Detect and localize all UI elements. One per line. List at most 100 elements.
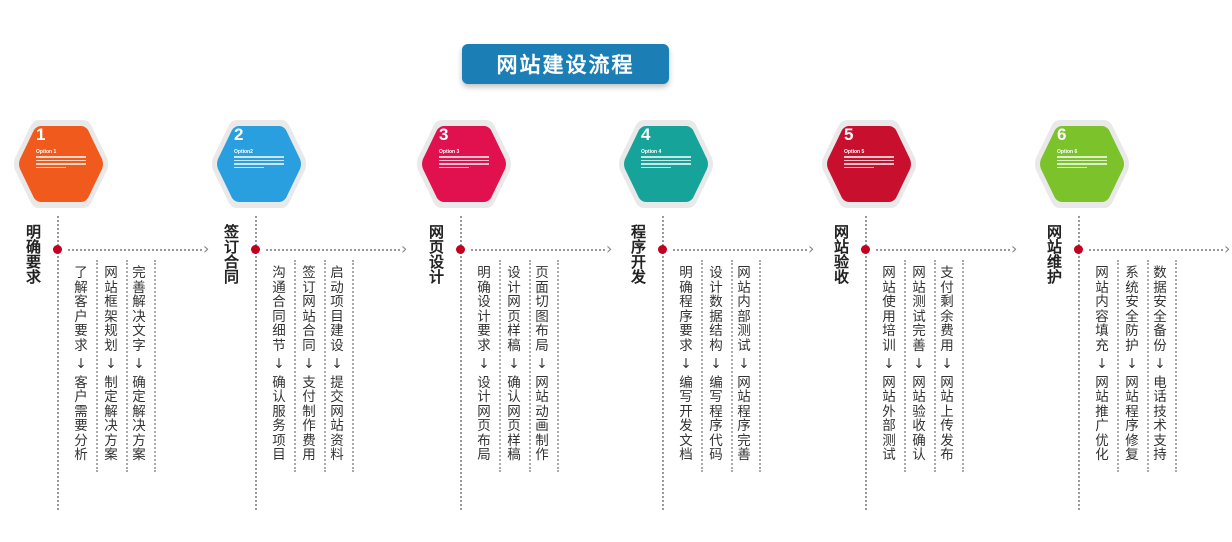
task-step-bottom: 网站外部测试 — [882, 374, 896, 463]
task-step-top: 签订网站合同 — [302, 265, 316, 354]
down-arrow-icon: ↓ — [913, 356, 925, 372]
task-step-bottom: 编写程序代码 — [709, 374, 723, 463]
task-step-bottom: 编写开发文档 — [679, 374, 693, 463]
placeholder-text-lines — [439, 156, 489, 170]
task-text: 系统安全防护↓网站程序修复 — [1123, 266, 1141, 463]
task-step-top: 网站使用培训 — [882, 265, 896, 354]
timeline-dot — [53, 245, 62, 254]
column-separator — [529, 260, 531, 472]
task-text: 网站内部测试↓网站程序完善 — [735, 266, 753, 463]
timeline-dot — [1074, 245, 1083, 254]
task-text: 沟通合同细节↓确认服务项目 — [270, 266, 288, 463]
stage-number: 3 — [439, 125, 449, 144]
stage-option-label: Option 1 — [36, 149, 57, 155]
task-column: 网站使用培训 ↓ 网站外部测试 — [880, 260, 906, 472]
column-separator — [701, 260, 703, 472]
chevron-right-icon: › — [401, 239, 408, 258]
stage-option-label: Option 4 — [641, 149, 662, 155]
column-separator — [731, 260, 733, 472]
stage-label: 网页设计 — [427, 224, 445, 284]
placeholder-line — [439, 163, 489, 165]
task-column: 支付剩余费用↓网站上传发布 — [938, 260, 964, 472]
task-column: 明确设计要求↓设计网页布局 — [475, 260, 501, 472]
task-step-top: 网站测试完善 — [912, 265, 926, 354]
column-separator — [294, 260, 296, 472]
stage-number: 1 — [36, 125, 46, 144]
task-step-top: 明确程序要求 — [679, 265, 693, 354]
placeholder-line — [1057, 166, 1087, 168]
placeholder-line — [1057, 159, 1107, 161]
stage-label: 网站验收 — [832, 224, 850, 284]
column-separator — [352, 260, 354, 472]
task-column: 启动项目建设↓提交网站资料 — [328, 260, 354, 472]
timeline-dot — [658, 245, 667, 254]
task-text: 明确设计要求↓设计网页布局 — [475, 266, 493, 463]
task-text: 支付剩余费用↓网站上传发布 — [938, 266, 956, 463]
placeholder-line — [1057, 156, 1107, 158]
task-step-bottom: 确认服务项目 — [272, 374, 286, 463]
task-step-bottom: 制定解决方案 — [104, 374, 118, 463]
task-text: 设计数据结构↓编写程序代码 — [707, 266, 725, 463]
task-text: 完善解决文字↓确定解决方案 — [130, 266, 148, 463]
task-text: 网站使用培训 ↓ 网站外部测试 — [880, 266, 898, 463]
column-separator — [1175, 260, 1177, 472]
task-text: 了解客户要求↓客户需要分析 — [72, 266, 90, 463]
horizontal-dotted-line — [876, 249, 1010, 251]
task-step-top: 系统安全防护 — [1125, 265, 1139, 354]
stage-label: 签订合同 — [222, 224, 240, 284]
task-step-bottom: 网站程序完善 — [737, 374, 751, 463]
task-column: 页面切图布局↓网站动画制作 — [533, 260, 559, 472]
down-arrow-icon: ↓ — [941, 356, 953, 372]
task-step-bottom: 设计网页布局 — [477, 374, 491, 463]
task-step-top: 明确设计要求 — [477, 265, 491, 354]
down-arrow-icon: ↓ — [273, 356, 285, 372]
horizontal-dotted-line — [673, 249, 807, 251]
placeholder-line — [641, 166, 671, 168]
column-separator — [499, 260, 501, 472]
task-step-top: 设计数据结构 — [709, 265, 723, 354]
vertical-dotted-line — [1078, 216, 1080, 510]
task-column: 网站内容填充↓网站推广优化 — [1093, 260, 1119, 472]
task-column: 完善解决文字↓确定解决方案 — [130, 260, 156, 472]
task-step-top: 启动项目建设 — [330, 265, 344, 354]
task-text: 明确程序要求 ↓ 编写开发文档 — [677, 266, 695, 463]
placeholder-line — [641, 156, 691, 158]
task-column: 设计网页样稿↓确认网页样稿 — [505, 260, 531, 472]
task-step-bottom: 网站验收确认 — [912, 374, 926, 463]
task-column: 了解客户要求↓客户需要分析 — [72, 260, 98, 472]
task-column: 网站内部测试↓网站程序完善 — [735, 260, 761, 472]
task-step-bottom: 支付制作费用 — [302, 374, 316, 463]
task-step-bottom: 确定解决方案 — [132, 374, 146, 463]
timeline-dot — [456, 245, 465, 254]
chevron-right-icon: › — [1011, 239, 1018, 258]
column-separator — [962, 260, 964, 472]
placeholder-line — [36, 166, 66, 168]
placeholder-line — [36, 156, 86, 158]
vertical-dotted-line — [865, 216, 867, 510]
task-step-bottom: 电话技术支持 — [1153, 374, 1167, 463]
task-step-top: 设计网页样稿 — [507, 265, 521, 354]
task-text: 网站测试完善 ↓ 网站验收确认 — [910, 266, 928, 463]
vertical-dotted-line — [255, 216, 257, 510]
placeholder-text-lines — [234, 156, 284, 170]
placeholder-line — [234, 163, 284, 165]
vertical-dotted-line — [57, 216, 59, 510]
placeholder-line — [234, 159, 284, 161]
placeholder-line — [234, 166, 264, 168]
placeholder-line — [1057, 163, 1107, 165]
task-column: 网站框架规划↓制定解决方案 — [102, 260, 128, 472]
down-arrow-icon: ↓ — [883, 356, 895, 372]
down-arrow-icon: ↓ — [738, 356, 750, 372]
task-column: 设计数据结构↓编写程序代码 — [707, 260, 733, 472]
column-separator — [324, 260, 326, 472]
down-arrow-icon: ↓ — [75, 356, 87, 372]
column-separator — [126, 260, 128, 472]
down-arrow-icon: ↓ — [680, 356, 692, 372]
task-step-top: 支付剩余费用 — [940, 265, 954, 354]
